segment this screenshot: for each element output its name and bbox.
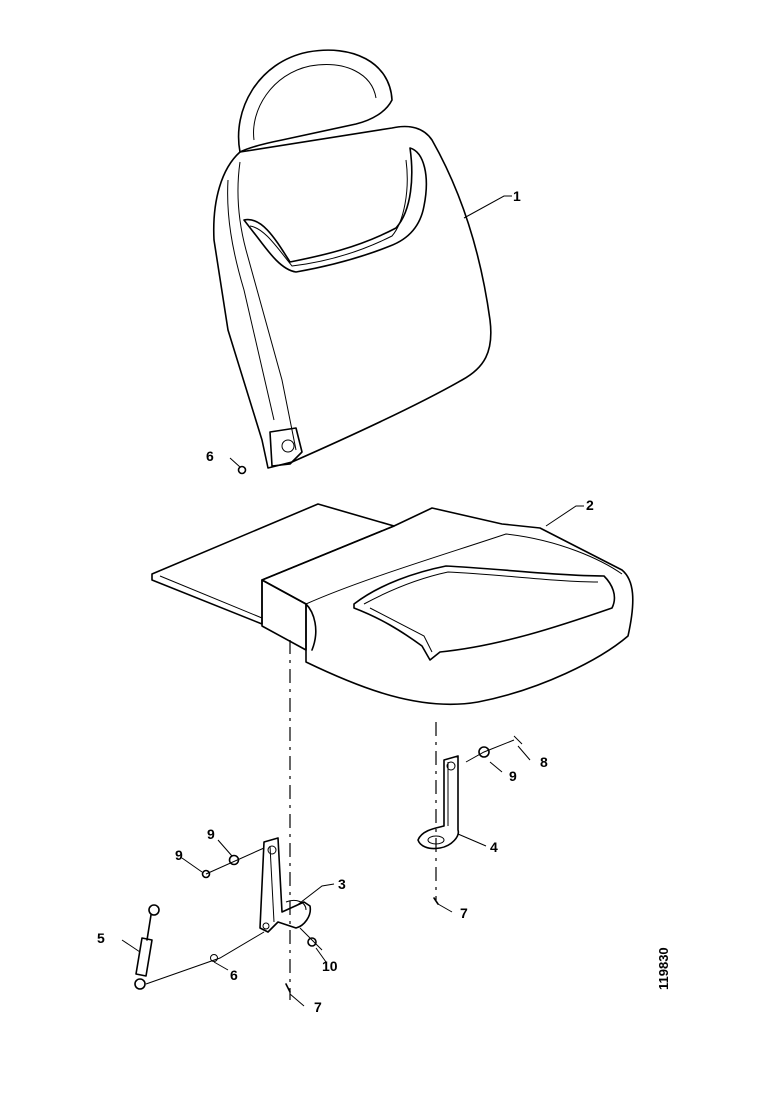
callout-nut: 10 <box>322 958 338 974</box>
bracket-left <box>181 837 335 1007</box>
callout-gas-strut: 5 <box>97 930 105 946</box>
callout-screw-right: 7 <box>460 905 468 921</box>
callout-bolt-backrest: 6 <box>206 448 214 464</box>
callout-washer-left-b: 9 <box>175 847 183 863</box>
callout-washer-right: 9 <box>509 768 517 784</box>
backrest <box>212 49 512 475</box>
callout-backrest: 1 <box>513 188 521 204</box>
callout-seat-cushion: 2 <box>586 497 594 513</box>
callout-screw-left: 7 <box>314 999 322 1015</box>
seat-cushion <box>151 503 634 706</box>
drawing-reference: 119830 <box>656 947 671 990</box>
callout-bolt-right: 8 <box>540 754 548 770</box>
callout-bolt-strut: 6 <box>230 967 238 983</box>
bracket-right <box>417 735 531 913</box>
gas-strut <box>121 904 265 990</box>
callout-bracket-right: 4 <box>490 839 498 855</box>
callout-bracket-left: 3 <box>338 876 346 892</box>
callout-washer-left-a: 9 <box>207 826 215 842</box>
